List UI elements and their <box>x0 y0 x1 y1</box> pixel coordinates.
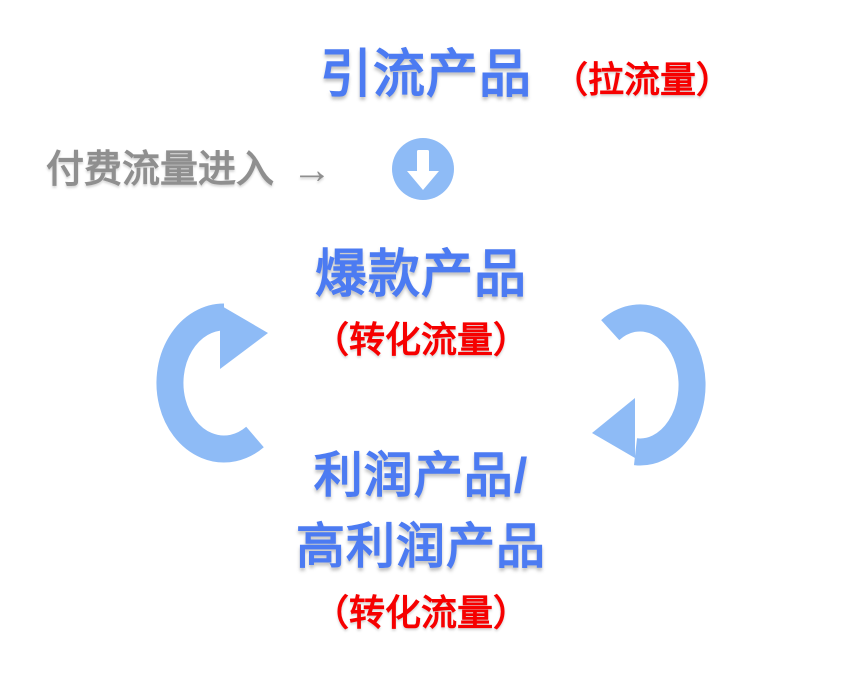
down-arrow-circle-icon <box>392 138 454 200</box>
hot-product-note: （转化流量） <box>312 319 529 360</box>
profit-product-line1: 利润产品/ <box>313 449 529 503</box>
right-arrow-glyph: → <box>292 148 333 192</box>
profit-product-note: （转化流量） <box>312 592 529 633</box>
hot-product-label: 爆款产品 <box>314 246 527 304</box>
cycle-arrow-right-icon <box>592 304 706 466</box>
traffic-product-title-row: 引流产品 （拉流量） <box>320 46 732 104</box>
traffic-product-note: （拉流量） <box>552 59 733 100</box>
profit-product-line2: 高利润产品 <box>295 520 546 574</box>
profit-product-label: 利润产品/ 高利润产品 <box>0 441 842 583</box>
traffic-product-label: 引流产品 <box>320 46 533 104</box>
cycle-arrow-left-icon <box>156 303 268 463</box>
paid-traffic-entry-row: 付费流量进入 → <box>46 147 332 193</box>
paid-traffic-label: 付费流量进入 <box>46 149 275 191</box>
